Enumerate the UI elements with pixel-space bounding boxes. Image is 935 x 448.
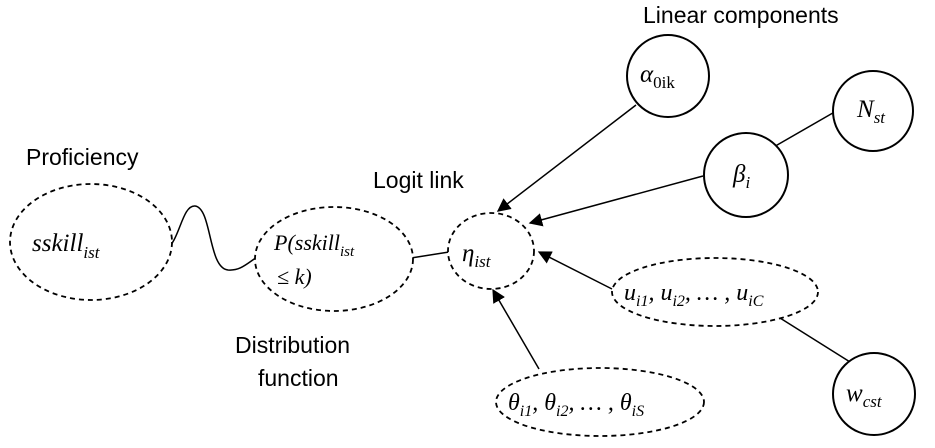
sskill-node <box>9 183 173 301</box>
alpha-node <box>626 34 710 118</box>
distribution-node <box>254 206 414 312</box>
edge-theta-eta <box>492 288 540 370</box>
logit-link-label: Logit link <box>373 167 464 193</box>
edge-p-eta <box>410 251 450 259</box>
theta-node <box>495 367 705 437</box>
edge-beta-eta <box>528 175 704 227</box>
u-node <box>611 257 819 327</box>
w-text: wcst <box>846 380 883 411</box>
beta-text: βi <box>732 161 750 192</box>
edge-u-eta <box>537 251 613 290</box>
sskill-text: sskillist <box>32 230 101 262</box>
u-text: ui1, ui2, … , uiC <box>624 280 764 310</box>
theta-text: θi1, θi2, … , θiS <box>508 390 644 420</box>
beta-node <box>703 132 789 218</box>
distribution-label: Distribution <box>235 332 350 358</box>
eta-text: ηist <box>462 240 492 271</box>
w-node <box>832 352 916 436</box>
edge-n-beta <box>764 109 839 153</box>
n-text: Nst <box>856 96 886 127</box>
n-node <box>832 70 914 152</box>
linear-components-label: Linear components <box>643 2 839 28</box>
proficiency-label: Proficiency <box>26 144 139 170</box>
function-label: function <box>258 365 339 391</box>
eta-node <box>447 212 535 290</box>
distribution-text-line2: ≤ k) <box>277 264 312 289</box>
distribution-text-line1: P(sskillist <box>273 230 355 260</box>
edge-sskill-p-wavy <box>165 205 263 271</box>
alpha-text: α0ik <box>640 61 675 92</box>
edge-alpha-eta <box>496 104 637 212</box>
